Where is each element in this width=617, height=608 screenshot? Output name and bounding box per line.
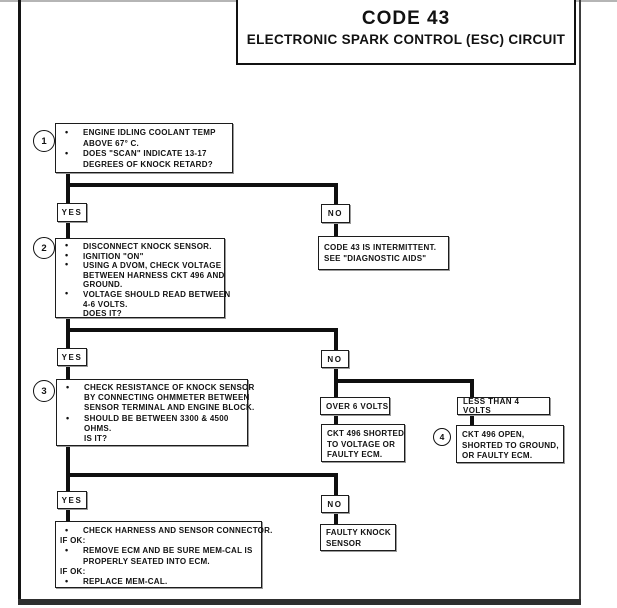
connector-line — [334, 368, 338, 398]
no-text: NO — [327, 499, 343, 509]
step-text-line: GROUND. — [83, 280, 123, 290]
connector-line — [334, 223, 338, 237]
connector-line — [66, 366, 70, 380]
no-text: NO — [327, 209, 344, 218]
connector-line — [334, 183, 338, 205]
result-text-line: SHORTED TO GROUND, — [462, 440, 559, 450]
condition-text: LESS THAN 4 VOLTS — [463, 397, 520, 415]
connector-line — [66, 328, 338, 332]
step-text-line: 4-6 VOLTS. — [83, 299, 128, 309]
no-text: NO — [327, 354, 343, 364]
step-text-line: ENGINE IDLING COOLANT TEMP — [56, 127, 232, 139]
yes-label-1: YES — [57, 203, 87, 222]
connector-line — [66, 473, 338, 477]
step-text-line: REMOVE ECM AND BE SURE MEM-CAL IS — [56, 545, 261, 556]
connector-line — [66, 318, 70, 350]
connector-line — [470, 414, 474, 426]
result-text-line: CKT 496 OPEN, — [462, 430, 525, 439]
result-text-line: FAULTY KNOCK — [326, 528, 391, 537]
title-box: CODE 43 ELECTRONIC SPARK CONTROL (ESC) C… — [236, 0, 576, 65]
step-1-number: 1 — [33, 130, 55, 152]
connector-line — [334, 473, 338, 496]
condition-text: OVER 6 VOLTS — [326, 401, 389, 411]
step-text-line: DOES "SCAN" INDICATE 13-17 — [56, 148, 232, 160]
less-than-4-volts-label: LESS THAN 4 VOLTS — [457, 397, 550, 415]
final-action-box: CHECK HARNESS AND SENSOR CONNECTOR. IF O… — [55, 521, 272, 588]
connector-line — [334, 328, 338, 351]
step-text-line: USING A DVOM, CHECK VOLTAGE — [56, 260, 224, 271]
result-text-line: CODE 43 IS INTERMITTENT. — [324, 243, 437, 252]
no-label-1: NO — [321, 204, 350, 223]
page-title: CODE 43 — [361, 8, 451, 29]
connector-line — [66, 222, 70, 238]
step-number-label: 2 — [41, 242, 47, 254]
result-text-line: SEE "DIAGNOSTIC AIDS" — [324, 254, 427, 263]
step-text-line: REPLACE MEM-CAL. — [56, 576, 261, 587]
yes-text: YES — [61, 352, 83, 362]
step-text-line: DEGREES OF KNOCK RETARD? — [83, 159, 213, 169]
step-text-line: CHECK RESISTANCE OF KNOCK SENSOR — [57, 382, 254, 393]
yes-text: YES — [61, 208, 83, 217]
yes-label-2: YES — [57, 348, 87, 366]
step-text-line: BY CONNECTING OHMMETER BETWEEN — [84, 393, 250, 403]
connector-line — [66, 509, 70, 522]
connector-line — [334, 414, 338, 425]
faulty-sensor-result-box: FAULTY KNOCK SENSOR — [320, 524, 396, 551]
step-1-box: ENGINE IDLING COOLANT TEMP ABOVE 67° C. … — [55, 123, 233, 173]
page-right-border — [579, 0, 581, 602]
connector-line — [334, 379, 474, 383]
step-text-line: VOLTAGE SHOULD READ BETWEEN — [56, 289, 230, 300]
step-text-line: CHECK HARNESS AND SENSOR CONNECTOR. — [56, 525, 272, 536]
step-3-box: CHECK RESISTANCE OF KNOCK SENSOR BY CONN… — [56, 379, 255, 446]
no-label-3: NO — [321, 495, 349, 513]
step-number-label: 1 — [41, 135, 47, 147]
step-text-line: DISCONNECT KNOCK SENSOR. — [56, 241, 224, 252]
page-subtitle: ELECTRONIC SPARK CONTROL (ESC) CIRCUIT — [246, 32, 566, 47]
result-text-line: CKT 496 SHORTED — [327, 429, 405, 438]
step-4-number: 4 — [433, 428, 451, 446]
step-text-line: PROPERLY SEATED INTO ECM. — [83, 556, 210, 566]
no-label-2: NO — [321, 350, 349, 368]
step-text-line: BETWEEN HARNESS CKT 496 AND — [83, 270, 225, 280]
step-text-line: DOES IT? — [83, 309, 122, 319]
result-text-line: SENSOR — [326, 538, 362, 548]
result-text-line: TO VOLTAGE OR — [327, 439, 396, 449]
step-text-line: IGNITION "ON" — [56, 251, 224, 262]
step-text-line: OHMS. — [84, 423, 112, 433]
step-number-label: 3 — [41, 385, 47, 397]
connector-line — [66, 445, 70, 492]
ckt-open-result-box: CKT 496 OPEN, SHORTED TO GROUND, OR FAUL… — [456, 425, 564, 463]
step-2-number: 2 — [33, 237, 55, 259]
result-text-line: FAULTY ECM. — [327, 450, 383, 459]
step-text-line: IF OK: — [60, 536, 86, 546]
connector-line — [334, 513, 338, 525]
connector-line — [66, 183, 338, 187]
page-left-border — [18, 0, 21, 604]
step-text-line: IS IT? — [84, 434, 108, 444]
step-3-number: 3 — [33, 380, 55, 402]
ckt-shorted-result-box: CKT 496 SHORTED TO VOLTAGE OR FAULTY ECM… — [321, 424, 405, 462]
yes-text: YES — [61, 495, 83, 505]
step-text-line: ABOVE 67° C. — [83, 138, 139, 148]
step-text-line: SENSOR TERMINAL AND ENGINE BLOCK. — [84, 403, 255, 413]
step-text-line: IF OK: — [60, 566, 86, 576]
connector-line — [470, 379, 474, 398]
result-text-line: OR FAULTY ECM. — [462, 451, 533, 460]
over-6-volts-label: OVER 6 VOLTS — [320, 397, 390, 415]
page-bottom-bar — [18, 599, 581, 605]
step-number-label: 4 — [439, 432, 445, 442]
step-2-box: DISCONNECT KNOCK SENSOR. IGNITION "ON" U… — [55, 238, 230, 319]
step-text-line: SHOULD BE BETWEEN 3300 & 4500 — [57, 413, 247, 424]
intermittent-result-box: CODE 43 IS INTERMITTENT. SEE "DIAGNOSTIC… — [318, 236, 449, 270]
connector-line — [66, 173, 70, 205]
yes-label-3: YES — [57, 491, 87, 509]
